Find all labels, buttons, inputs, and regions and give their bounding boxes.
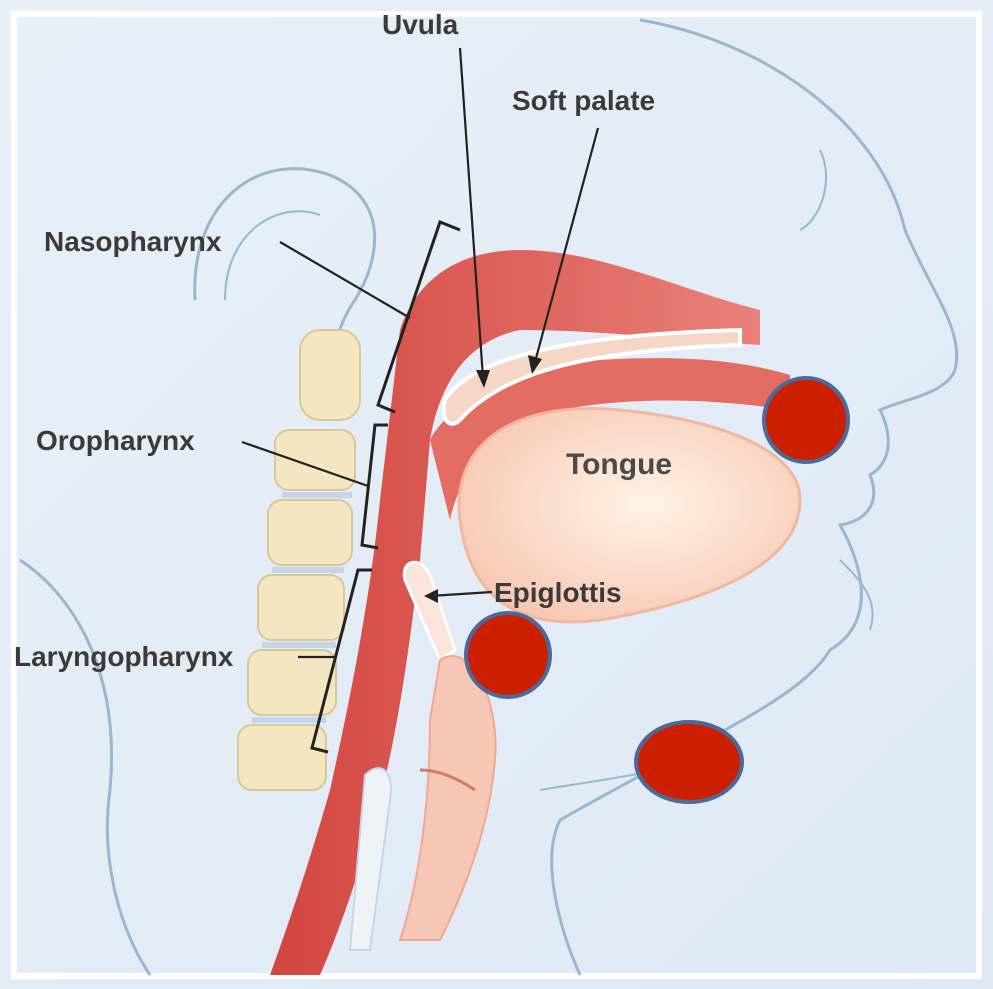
- label-laryngopharynx: Laryngopharynx: [14, 641, 234, 672]
- marker-dot-cheek: [764, 378, 848, 462]
- label-nasopharynx: Nasopharynx: [44, 226, 222, 257]
- label-tongue: Tongue: [566, 448, 672, 481]
- marker-dot-throat: [466, 613, 550, 697]
- label-uvula: Uvula: [382, 9, 459, 40]
- label-soft-palate: Soft palate: [512, 85, 655, 116]
- label-epiglottis: Epiglottis: [494, 577, 622, 608]
- label-oropharynx: Oropharynx: [36, 425, 195, 456]
- marker-dot-jaw: [636, 722, 742, 802]
